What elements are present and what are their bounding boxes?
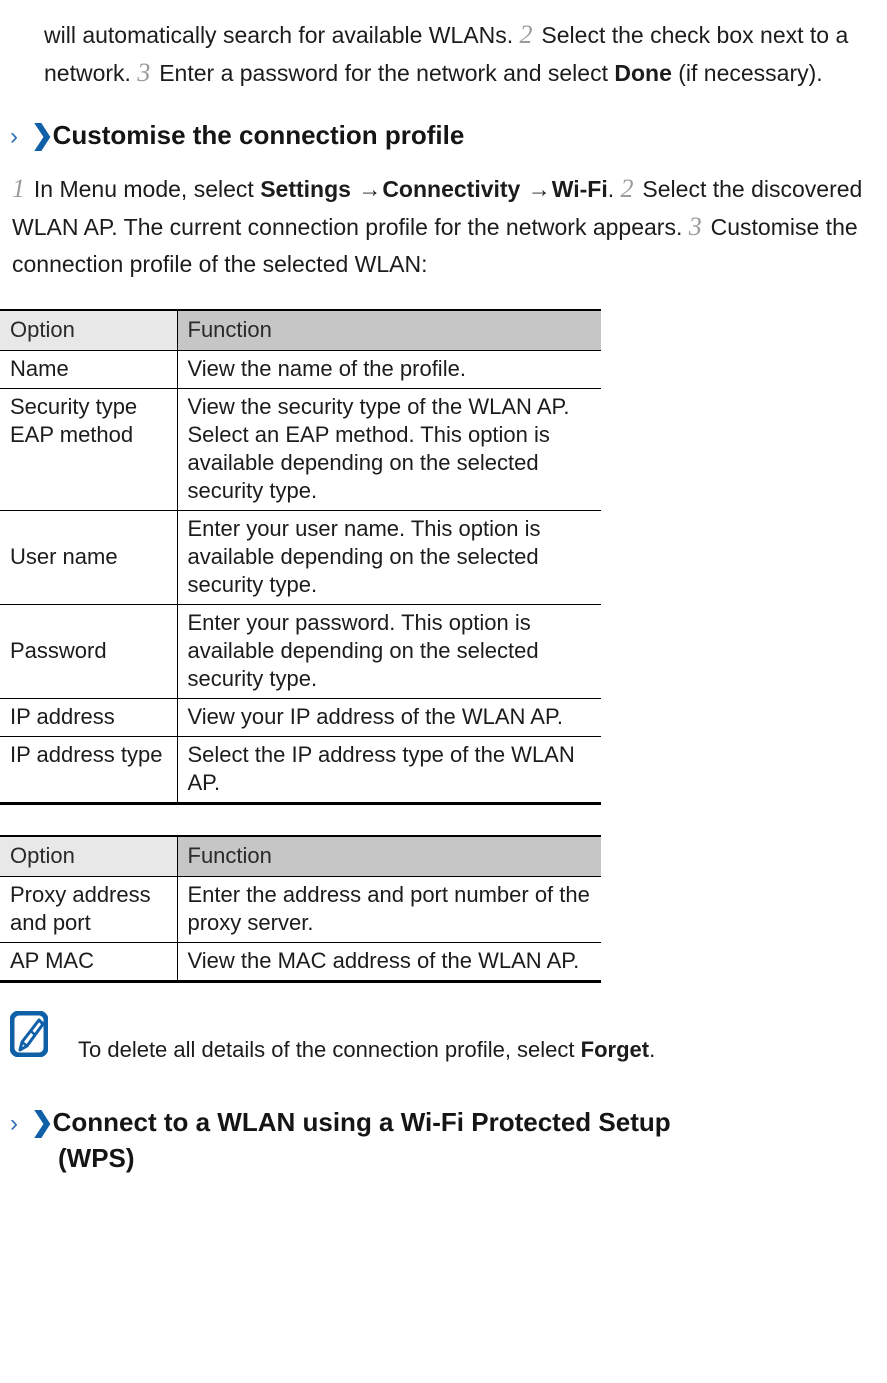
table2-row1-option: AP MAC	[0, 942, 178, 982]
table1-row2-function: Enter your user name. This option is ava…	[177, 510, 601, 605]
step3-text: Customise the connection profile of the …	[12, 214, 858, 277]
top-spacer	[0, 0, 887, 16]
note-text-b: .	[649, 1037, 656, 1062]
step1-text: In Menu mode, select	[33, 176, 254, 202]
table1-row1-option: Security type EAP method	[0, 388, 178, 511]
note-text: To delete all details of the connection …	[78, 1009, 877, 1065]
table1-row5-option: IP address type	[0, 736, 178, 804]
table-header-row: Option Function	[0, 310, 601, 351]
table-header-row: Option Function	[0, 836, 601, 877]
table2-row1-function: View the MAC address of the WLAN AP.	[187, 948, 580, 973]
heading2-label-line2: (WPS)	[58, 1143, 135, 1173]
table1-header-option: Option	[0, 310, 178, 351]
table1-row1-function: View the security type of the WLAN AP. S…	[177, 388, 601, 511]
chevron-right-thin-icon: ›	[10, 123, 18, 150]
step1-bold-settings: Settings	[260, 176, 351, 202]
intro-text-c: Enter a password for the network and sel…	[159, 60, 608, 86]
table2-row0-option: Proxy address and port	[0, 876, 178, 943]
step-number-3b: 3	[688, 212, 703, 241]
table-row: Security type EAP method View the securi…	[0, 388, 601, 511]
intro-text-b: Select the check box next to a network.	[44, 22, 849, 86]
step1-bold-connectivity: Connectivity	[382, 176, 521, 202]
heading1-label: Customise the connection profile	[52, 120, 465, 150]
table2-header-function: Function	[177, 836, 601, 877]
table2-row0-function: Enter the address and port number of the…	[177, 876, 601, 943]
step-number-2b: 2	[620, 174, 635, 203]
note-spacer	[0, 983, 887, 1009]
steps-paragraph: 1 In Menu mode, select Settings →Connect…	[0, 170, 887, 283]
table1-header-function: Function	[177, 310, 601, 351]
step1-bold-wifi: Wi-Fi	[551, 176, 608, 202]
table1-spacer	[0, 283, 887, 309]
intro-paragraph: will automatically search for available …	[0, 16, 887, 92]
table-row: IP address type Select the IP address ty…	[0, 736, 601, 804]
table1-row3-function: Enter your password. This option is avai…	[177, 604, 601, 699]
heading2-label: Connect to a WLAN using a Wi-Fi Protecte…	[52, 1107, 671, 1137]
table-row: Password Enter your password. This optio…	[0, 604, 601, 699]
arrow-icon-1: →	[358, 176, 382, 202]
table2-header-option: Option	[0, 836, 178, 877]
intro-text-a: will automatically search for available …	[44, 22, 514, 48]
between-tables-gap	[0, 805, 887, 835]
intro-text-d: (if necessary).	[678, 60, 823, 86]
note-block: To delete all details of the connection …	[0, 1009, 887, 1065]
intro-bold-done: Done	[614, 60, 672, 86]
table1-row3-option: Password	[0, 604, 178, 699]
section-heading-customise-profile: › ❯Customise the connection profile	[0, 118, 887, 154]
heading2-spacer	[0, 1065, 887, 1105]
note-pencil-icon	[9, 1010, 49, 1058]
table1-row0-option: Name	[0, 350, 178, 389]
step-number-1: 1	[12, 174, 26, 203]
table-row: User name Enter your user name. This opt…	[0, 510, 601, 605]
note-bold-forget: Forget	[580, 1037, 650, 1062]
table1-row2-option: User name	[0, 510, 178, 605]
connection-profile-options-table: Option Function Name View the name of th…	[0, 309, 601, 805]
table1-row4-option: IP address	[0, 698, 178, 737]
note-text-a: To delete all details of the connection …	[78, 1037, 575, 1062]
table1-row5-function: Select the IP address type of the WLAN A…	[187, 742, 575, 795]
arrow-icon-2: →	[527, 176, 551, 202]
chevron-right-bold-icon: ❯	[31, 120, 54, 150]
proxy-options-table: Option Function Proxy address and port E…	[0, 835, 601, 983]
table-row: Proxy address and port Enter the address…	[0, 876, 601, 943]
section-heading-wps: › ❯Connect to a WLAN using a Wi-Fi Protec…	[0, 1105, 887, 1175]
step-number-3: 3	[137, 58, 151, 87]
table1-row0-function: View the name of the profile.	[177, 350, 601, 389]
table-row: AP MAC View the MAC address of the WLAN …	[0, 942, 601, 982]
heading1-spacer	[0, 92, 887, 118]
table-row: IP address View your IP address of the W…	[0, 698, 601, 737]
step1-period: .	[607, 176, 615, 202]
table1-row4-function: View your IP address of the WLAN AP.	[177, 698, 601, 737]
chevron-right-bold-icon: ❯	[31, 1107, 54, 1137]
step2-text: Select the discovered WLAN AP. The curre…	[12, 176, 863, 240]
step-number-2: 2	[519, 20, 534, 49]
chevron-right-thin-icon: ›	[10, 1110, 18, 1137]
heading1-gap	[0, 154, 887, 170]
table-row: Name View the name of the profile.	[0, 350, 601, 389]
